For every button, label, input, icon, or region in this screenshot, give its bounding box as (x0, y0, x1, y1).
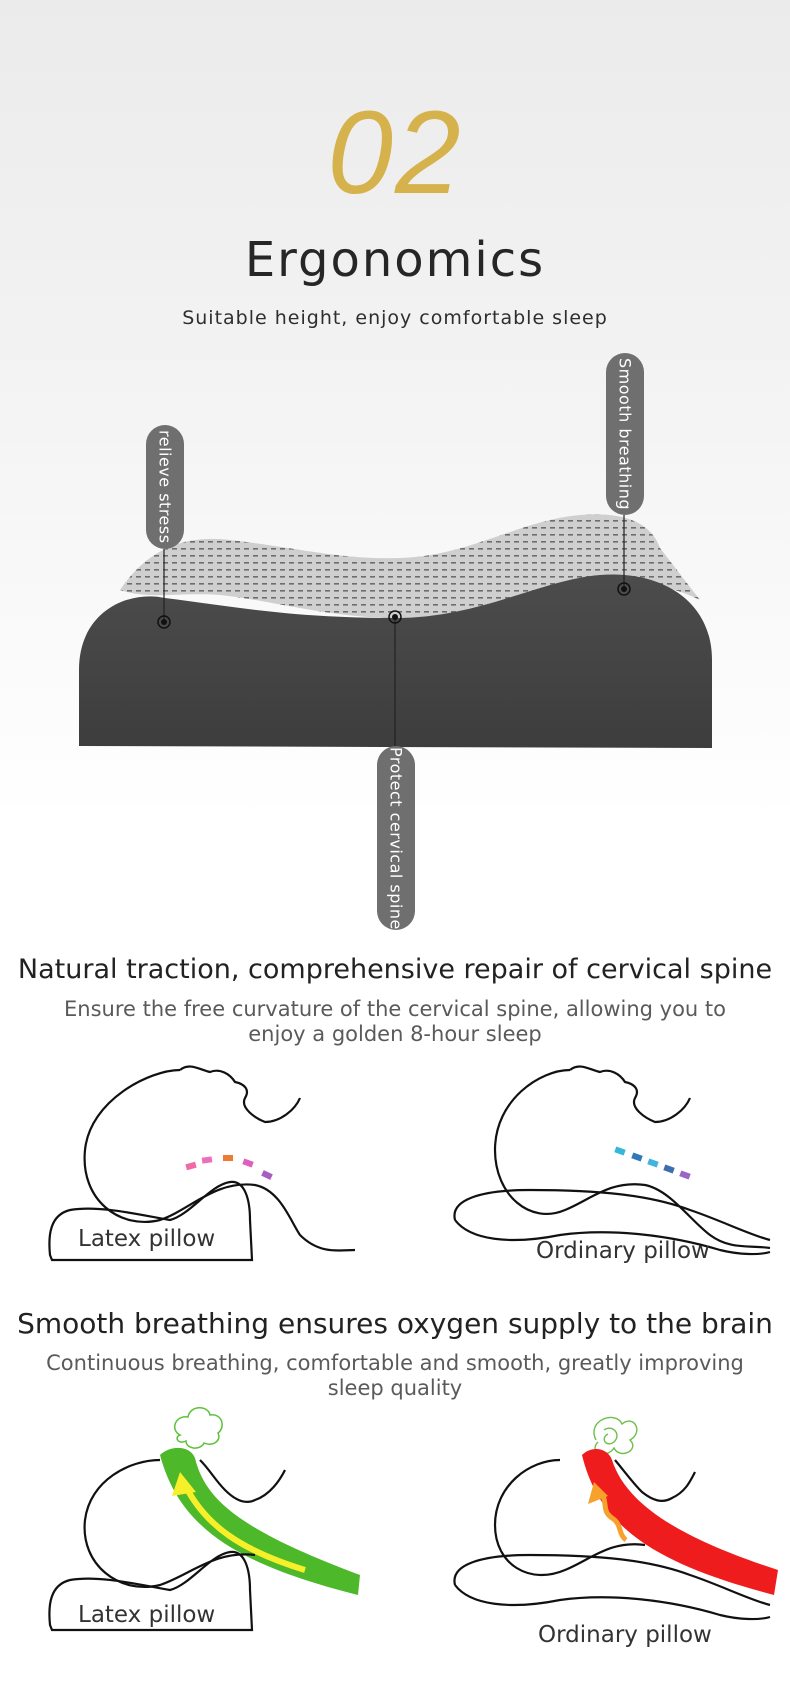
ordinary-pillow-shape (453, 1553, 771, 1621)
callout-relieve-stress: relieve stress (146, 425, 184, 549)
marker-stress (157, 615, 171, 629)
head-outline (493, 1068, 771, 1250)
red-airway (582, 1448, 778, 1595)
blocked-air-arrow (596, 1488, 628, 1542)
latex-pillow-label-2: Latex pillow (78, 1602, 216, 1628)
air-flow-arrow (182, 1483, 306, 1573)
head-outline (83, 1068, 356, 1252)
head-outline (83, 1458, 256, 1588)
latex-pillow-shape (48, 1180, 254, 1262)
green-airway (160, 1447, 360, 1595)
ordinary-pillow-shape (453, 1188, 771, 1256)
cloud-icon (173, 1407, 223, 1449)
section-number: 02 (327, 87, 463, 219)
spine-dashes-bent (614, 1146, 691, 1180)
face-profile (569, 1065, 692, 1124)
breathing-description: Continuous breathing, comfortable and sm… (46, 1351, 744, 1400)
page-subtitle: Suitable height, enjoy comfortable sleep (182, 307, 608, 329)
callout-smooth-breathing: Smooth breathing (606, 353, 644, 515)
ordinary-pillow-label-1: Ordinary pillow (536, 1238, 710, 1264)
latex-pillow-airway-diagram (48, 1407, 360, 1632)
face-profile (199, 1459, 286, 1504)
callout-protect-spine: Protect cervical spine (377, 746, 415, 930)
latex-pillow-spine-diagram (48, 1065, 356, 1262)
marker-breathing (617, 582, 631, 596)
latex-pillow-label-1: Latex pillow (78, 1226, 216, 1252)
traction-description: Ensure the free curvature of the cervica… (64, 997, 726, 1046)
page-title: Ergonomics (244, 232, 546, 288)
pillow-illustration (79, 514, 712, 748)
face-profile (179, 1065, 302, 1124)
face-profile (614, 1459, 696, 1502)
head-outline (493, 1458, 646, 1576)
ordinary-pillow-spine-diagram (453, 1065, 771, 1256)
ordinary-pillow-airway-diagram (453, 1416, 778, 1621)
latex-pillow-shape (48, 1550, 254, 1632)
spine-dashes-aligned (185, 1155, 273, 1180)
breathing-title: Smooth breathing ensures oxygen supply t… (17, 1307, 773, 1340)
traction-title: Natural traction, comprehensive repair o… (17, 954, 773, 985)
marker-spine (388, 610, 402, 624)
tangled-air-icon (593, 1416, 638, 1455)
ordinary-pillow-label-2: Ordinary pillow (538, 1622, 712, 1648)
